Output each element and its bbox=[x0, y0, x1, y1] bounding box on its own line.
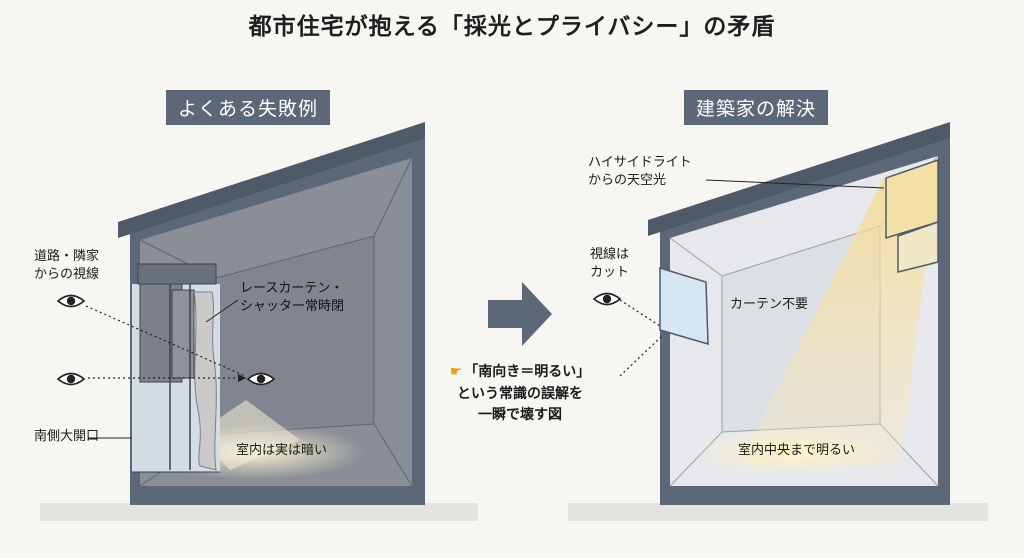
right-sunbeam bbox=[738, 168, 938, 466]
left-label-curtain: レースカーテン・ シャッター常時閉 bbox=[240, 281, 345, 314]
left-house bbox=[118, 122, 425, 505]
center-note-line3: 一瞬で壊す図 bbox=[478, 407, 562, 424]
left-label-floor: 室内は実は暗い bbox=[236, 443, 328, 458]
left-lace-curtain bbox=[193, 291, 217, 471]
eye-icon bbox=[592, 292, 622, 306]
left-label-window: 南側大開口 bbox=[34, 429, 100, 444]
eye-icon bbox=[56, 372, 86, 386]
center-note-line2: という常識の誤解を bbox=[457, 385, 583, 402]
left-panel-heading: よくある失敗例 bbox=[166, 90, 331, 125]
left-shutter bbox=[139, 283, 195, 383]
right-roof-eave bbox=[648, 122, 950, 236]
right-highside-window bbox=[885, 158, 939, 273]
eye-icon bbox=[246, 372, 276, 386]
right-label-highside: ハイサイドライト からの天空光 bbox=[588, 155, 692, 188]
ground-left bbox=[40, 503, 478, 521]
pointing-hand-icon: ☛ bbox=[449, 364, 463, 380]
right-label-floor: 室内中央まで明るい bbox=[738, 443, 856, 458]
left-shutter-box bbox=[137, 263, 217, 285]
left-sightline-upper bbox=[85, 305, 246, 377]
page-title: 都市住宅が抱える「採光とプライバシー」の矛盾 bbox=[248, 14, 776, 40]
left-label-sightline: 道路・隣家 からの視線 bbox=[34, 249, 100, 282]
right-house bbox=[648, 122, 950, 505]
center-note: ☛「南向き＝明るい」 という常識の誤解を 一瞬で壊す図 bbox=[440, 362, 600, 427]
right-panel-heading: 建築家の解決 bbox=[684, 90, 829, 125]
center-note-line1: ☛「南向き＝明るい」 bbox=[440, 362, 600, 384]
left-roof-eave bbox=[118, 122, 425, 238]
eye-icon bbox=[56, 294, 86, 308]
right-label-blocked: 視線は カット bbox=[590, 247, 630, 280]
right-arrow-icon bbox=[488, 282, 552, 346]
right-floor-glow bbox=[688, 428, 896, 476]
right-label-nocurtain: カーテン不要 bbox=[730, 297, 809, 312]
ground-right bbox=[568, 503, 988, 521]
right-sightline-blocked bbox=[619, 299, 661, 327]
right-side-window bbox=[659, 266, 709, 346]
